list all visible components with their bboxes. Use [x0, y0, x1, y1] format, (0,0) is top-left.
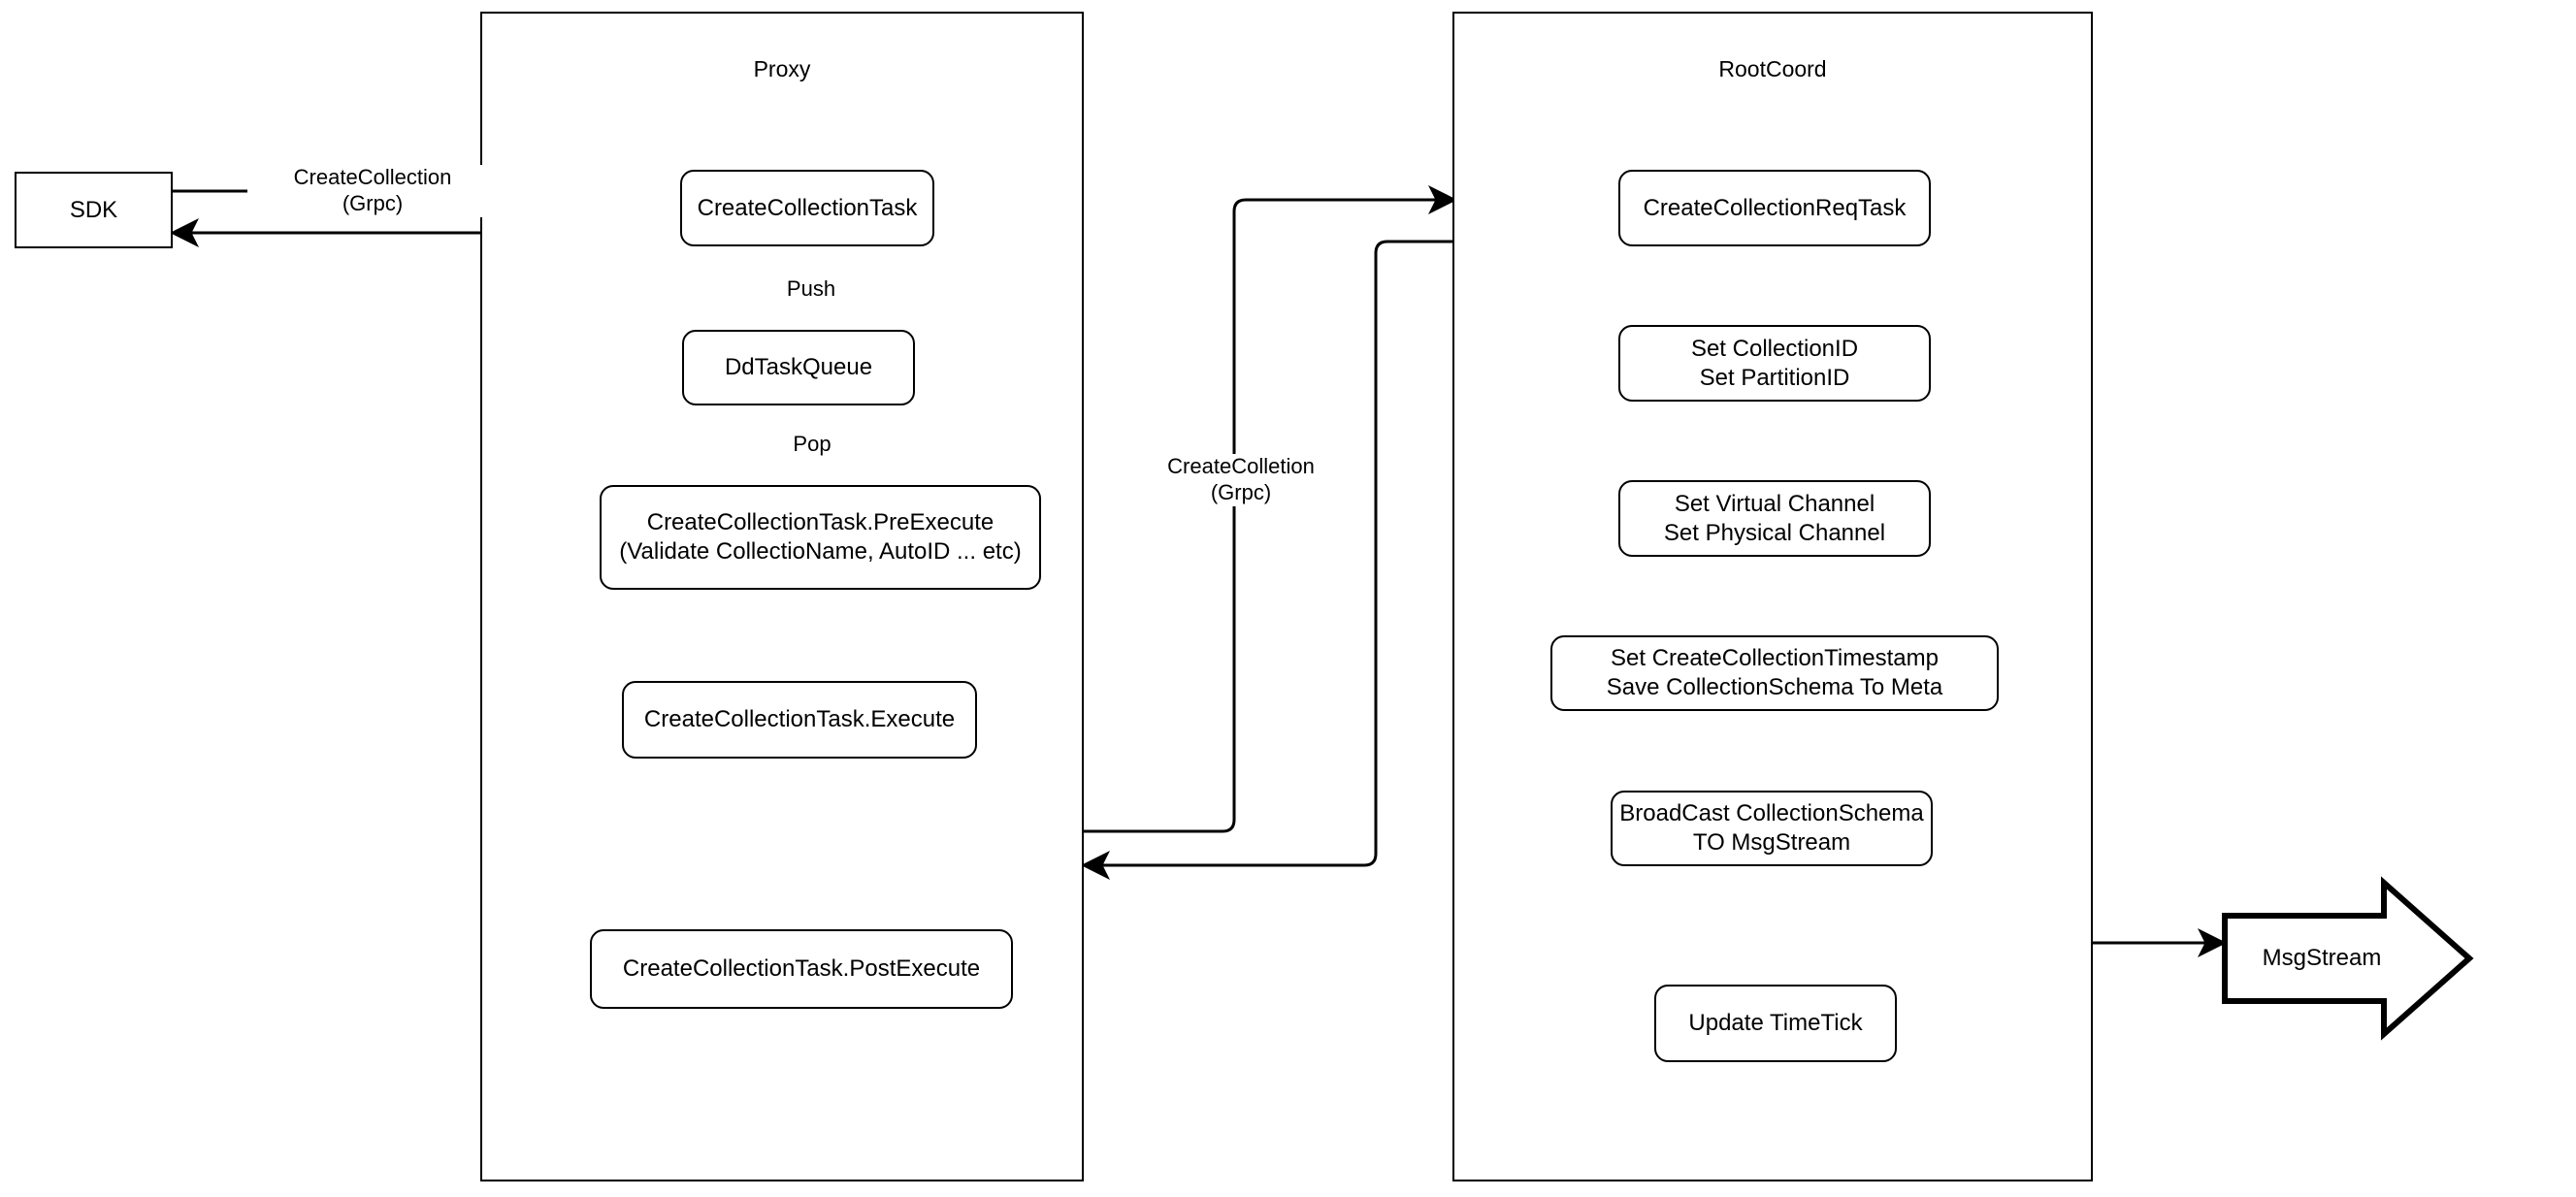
node-dd-task-queue[interactable]: DdTaskQueue [682, 330, 915, 405]
node-create-collection-req-task[interactable]: CreateCollectionReqTask [1618, 170, 1931, 246]
node-post-execute[interactable]: CreateCollectionTask.PostExecute [590, 929, 1013, 1009]
container-proxy-title: Proxy [753, 56, 811, 81]
node-msgstream-label: MsgStream [2262, 945, 2382, 971]
edge-label-sdk-to-proxy: CreateCollection (Grpc) [247, 165, 498, 217]
node-execute[interactable]: CreateCollectionTask.Execute [622, 681, 977, 759]
node-set-ids[interactable]: Set CollectionID Set PartitionID [1618, 325, 1931, 402]
container-rootcoord-title: RootCoord [1718, 56, 1827, 81]
node-update-timetick[interactable]: Update TimeTick [1654, 985, 1897, 1062]
node-sdk[interactable]: SDK [15, 172, 173, 248]
edge-label-pop: Pop [765, 432, 860, 458]
node-broadcast[interactable]: BroadCast CollectionSchema TO MsgStream [1611, 791, 1933, 866]
node-pre-execute[interactable]: CreateCollectionTask.PreExecute (Validat… [600, 485, 1041, 590]
edge-label-proxy-to-rootcoord: CreateColletion (Grpc) [1125, 454, 1356, 506]
node-set-timestamp[interactable]: Set CreateCollectionTimestamp Save Colle… [1550, 635, 1999, 711]
node-create-collection-task[interactable]: CreateCollectionTask [680, 170, 934, 246]
node-set-channels[interactable]: Set Virtual Channel Set Physical Channel [1618, 480, 1931, 557]
edge-label-push: Push [759, 276, 864, 303]
